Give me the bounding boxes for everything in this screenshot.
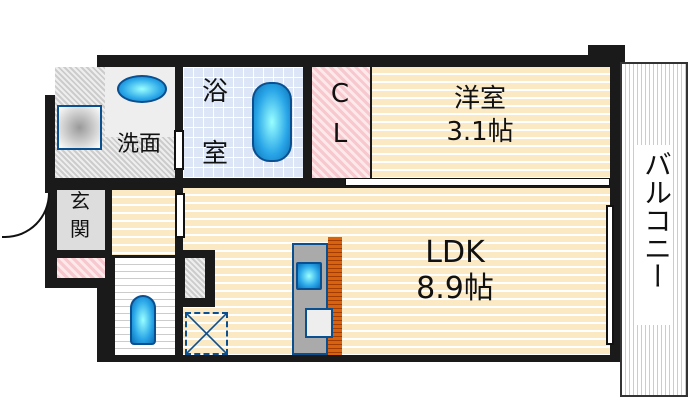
- western-room: [372, 67, 610, 178]
- ldk-size: 8.9帖: [416, 271, 494, 306]
- entrance-label-1: 玄: [70, 189, 90, 213]
- sliding-door[interactable]: [345, 178, 610, 186]
- balcony-label: バルコニー: [640, 150, 673, 290]
- bath-label-1: 浴: [201, 77, 228, 107]
- ldk-name: LDK: [425, 235, 485, 270]
- closet: [312, 67, 370, 178]
- kitchen-counter: [292, 243, 328, 355]
- bath-door[interactable]: [174, 130, 184, 170]
- closet-label-c: C: [330, 79, 350, 109]
- front-door[interactable]: [2, 193, 50, 238]
- bath-label-2: 室: [201, 139, 228, 169]
- closet-label-l: L: [332, 119, 348, 149]
- storage: [185, 258, 205, 298]
- shoe-storage: [57, 258, 105, 278]
- western-room-size: 3.1帖: [446, 117, 514, 147]
- washroom-label: 洗面: [116, 132, 161, 157]
- washing-machine-icon: [57, 105, 102, 150]
- ldk: [183, 188, 610, 355]
- ldk-door[interactable]: [175, 193, 185, 238]
- hallway: [112, 190, 175, 255]
- balcony-window[interactable]: [606, 205, 614, 345]
- sink-icon: [117, 75, 167, 103]
- bathtub-icon: [252, 82, 292, 162]
- western-room-name: 洋室: [453, 84, 506, 114]
- entrance: [57, 190, 105, 250]
- entrance-label-2: 関: [70, 217, 90, 241]
- toilet-icon: [130, 295, 156, 345]
- stove-icon: [305, 308, 333, 338]
- kitchen-sink-icon: [296, 262, 322, 290]
- floor-storage-hatch: [185, 312, 228, 355]
